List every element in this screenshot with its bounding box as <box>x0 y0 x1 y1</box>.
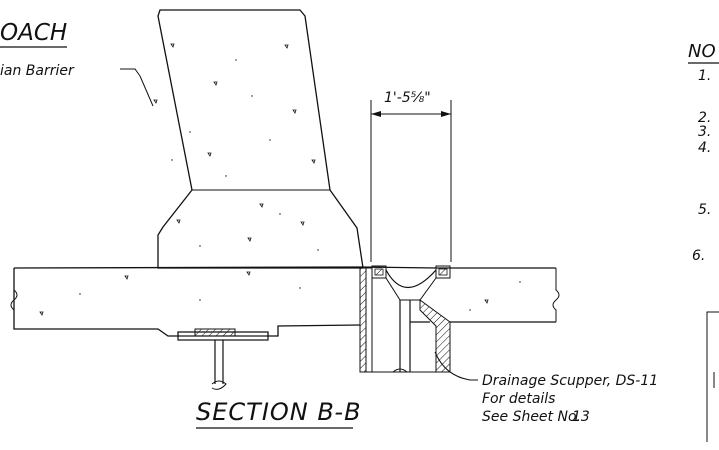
approach-heading: OACH <box>0 20 67 46</box>
barrier-leader <box>120 68 141 77</box>
note-number-5: 5. <box>698 202 711 218</box>
note-number-6: 6. <box>692 248 705 264</box>
callout-line-3-prefix: See Sheet No. <box>482 409 581 425</box>
callout-sheet-number: 13 <box>572 409 590 425</box>
note-number-1: 1. <box>698 68 711 84</box>
notes-heading: NO <box>688 41 716 62</box>
dimension-label: 1'-5⅝" <box>384 90 431 106</box>
note-number-3: 3. <box>698 124 711 140</box>
note-number-2: 2. <box>698 110 711 126</box>
callout-line-1: Drainage Scupper, DS-11 <box>482 373 658 389</box>
barrier-leader-arrow <box>139 75 154 107</box>
dimension-line <box>370 100 452 262</box>
note-number-4: 4. <box>698 140 711 156</box>
title-block-border <box>706 311 719 442</box>
concrete-barrier <box>153 9 364 269</box>
drainage-scupper <box>359 265 451 373</box>
barrier-label: ian Barrier <box>0 63 75 79</box>
section-title: SECTION B-B <box>196 398 362 426</box>
callout-line-2: For details <box>482 391 555 407</box>
callout-leader <box>434 351 478 381</box>
deck-slab <box>10 266 560 337</box>
steel-girder <box>177 328 269 390</box>
